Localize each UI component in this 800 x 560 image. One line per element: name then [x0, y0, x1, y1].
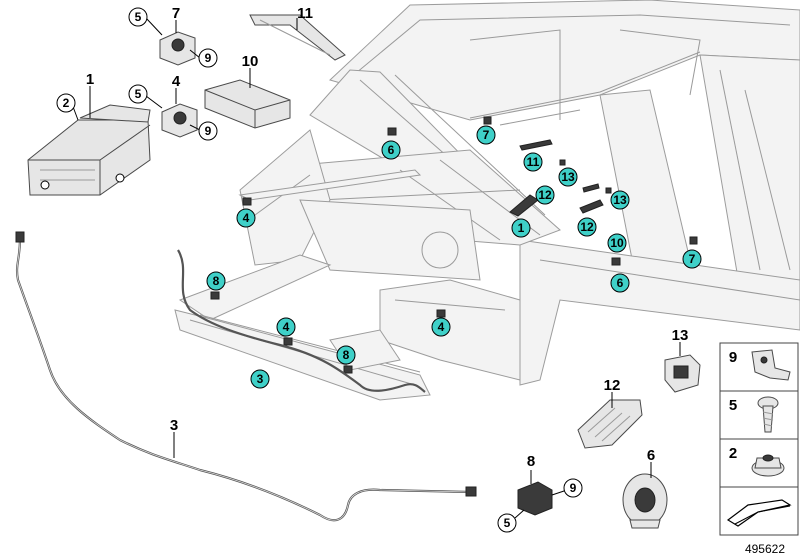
callout-12-lower: [577, 217, 597, 237]
leader-lines: [71, 17, 681, 519]
legend-label-5: 5: [729, 397, 737, 414]
callout-4-left: [236, 208, 256, 228]
small-parts-legend: 9 5 2: [719, 342, 799, 536]
bumper-harness-installed: [177, 249, 426, 393]
svg-text:7: 7: [483, 128, 490, 142]
svg-text:6: 6: [617, 276, 624, 290]
part-numbers: 7 4 1 10 11 3 13 12 8 6: [86, 5, 689, 470]
part-6-grommet: [622, 473, 668, 529]
svg-text:12: 12: [580, 220, 594, 234]
part-1-sub-2-ring: [56, 93, 76, 113]
svg-text:4: 4: [438, 320, 445, 334]
flange-nut-icon: [751, 454, 785, 477]
body-sensors: [210, 116, 698, 374]
callout-10: [607, 233, 627, 253]
callout-1: [511, 218, 531, 238]
car-body-shell: [174, 0, 800, 401]
svg-text:1: 1: [518, 221, 525, 235]
part-10-number: 10: [242, 53, 259, 70]
arrow-icon: [726, 499, 792, 527]
legend-label-2: 2: [729, 445, 737, 462]
part-6-number: 6: [647, 447, 655, 464]
part-13-number: 13: [672, 327, 689, 344]
part-12-antenna-strip: [577, 399, 643, 449]
part-4-sub-5: 5: [135, 87, 142, 101]
svg-text:11: 11: [527, 155, 540, 169]
legend-box-5: [719, 390, 799, 440]
part-13-bracket: [664, 354, 701, 393]
part-1-sub-2: 2: [63, 96, 70, 110]
part-7-sub-5-ring: [128, 7, 148, 27]
part-7-sub-5: 5: [135, 10, 142, 24]
part-7-sub-9: 9: [205, 51, 212, 65]
diagram-number: 495622: [745, 542, 785, 556]
part-3-cable: [15, 231, 477, 522]
svg-text:10: 10: [610, 236, 624, 250]
part-1-number: 1: [86, 71, 94, 88]
part-1-control-unit: [27, 104, 151, 196]
clip-nut-icon: [751, 349, 791, 381]
callout-7-lower: [682, 249, 702, 269]
callout-8-center: [336, 345, 356, 365]
part-8-sub-5: 5: [504, 516, 511, 530]
svg-text:13: 13: [561, 170, 575, 184]
part-10-module: [204, 79, 291, 129]
part-4-sub-9: 9: [205, 124, 212, 138]
part-4-sensor: [161, 103, 198, 138]
svg-text:13: 13: [613, 193, 627, 207]
svg-text:8: 8: [343, 348, 350, 362]
callout-6-lower: [610, 273, 630, 293]
svg-text:4: 4: [283, 320, 290, 334]
screw-icon: [757, 396, 779, 433]
callout-6-upper: [381, 140, 401, 160]
svg-text:3: 3: [257, 372, 264, 386]
callout-4-right: [431, 317, 451, 337]
callout-11: [523, 152, 543, 172]
part-8-sensor: [517, 481, 553, 516]
sub-number-circles: 5 9 5 9 2 5 9: [56, 7, 583, 533]
part-7-number: 7: [172, 5, 180, 22]
part-3-number: 3: [170, 417, 178, 434]
part-4-sub-9-ring: [198, 121, 218, 141]
teal-callouts: 6 7 11 13 12 1 4 8 4 8 3 4 13 12 10 6 7: [206, 125, 702, 389]
part-7-sensor: [159, 31, 196, 66]
part-11-antenna: [249, 14, 346, 61]
svg-text:7: 7: [689, 252, 696, 266]
part-12-number: 12: [604, 377, 621, 394]
callout-8-left: [206, 271, 226, 291]
part-4-sub-5-ring: [128, 84, 148, 104]
callout-13-lower: [610, 190, 630, 210]
part-11-number: 11: [297, 5, 313, 22]
part-8-sub-5-ring: [497, 513, 517, 533]
svg-text:4: 4: [243, 211, 250, 225]
part-8-sub-9-ring: [563, 478, 583, 498]
callout-3: [250, 369, 270, 389]
callout-7-upper: [476, 125, 496, 145]
part-7-sub-9-ring: [198, 48, 218, 68]
part-8-sub-9: 9: [570, 481, 577, 495]
svg-text:12: 12: [538, 188, 552, 202]
part-8-number: 8: [527, 453, 535, 470]
legend-label-9: 9: [729, 349, 737, 366]
part-4-number: 4: [172, 73, 181, 90]
svg-text:8: 8: [213, 274, 220, 288]
svg-text:6: 6: [388, 143, 395, 157]
callout-13-upper: [558, 167, 578, 187]
callout-12-upper: [535, 185, 555, 205]
callout-4-center: [276, 317, 296, 337]
